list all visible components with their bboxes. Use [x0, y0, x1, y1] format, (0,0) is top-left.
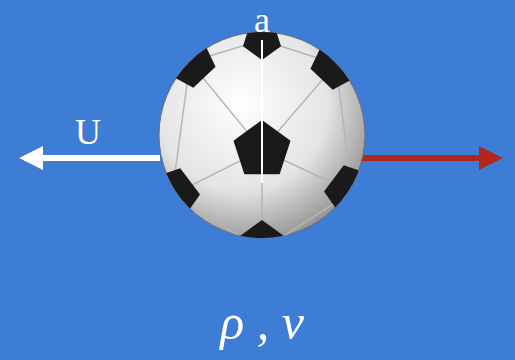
ball-pentagon — [324, 165, 375, 218]
velocity-label: U — [75, 114, 101, 150]
velocity-arrow — [24, 155, 160, 161]
ball-pentagon — [167, 39, 216, 88]
radius-line — [261, 40, 263, 183]
drag-arrow — [360, 155, 498, 161]
radius-label: a — [254, 2, 270, 38]
fluid-properties-label: ρ , ν — [220, 297, 304, 347]
ball-pentagon — [310, 41, 359, 90]
ball-pentagon — [233, 220, 290, 274]
ball-pentagon — [149, 168, 200, 221]
ball-patches — [149, 24, 375, 274]
